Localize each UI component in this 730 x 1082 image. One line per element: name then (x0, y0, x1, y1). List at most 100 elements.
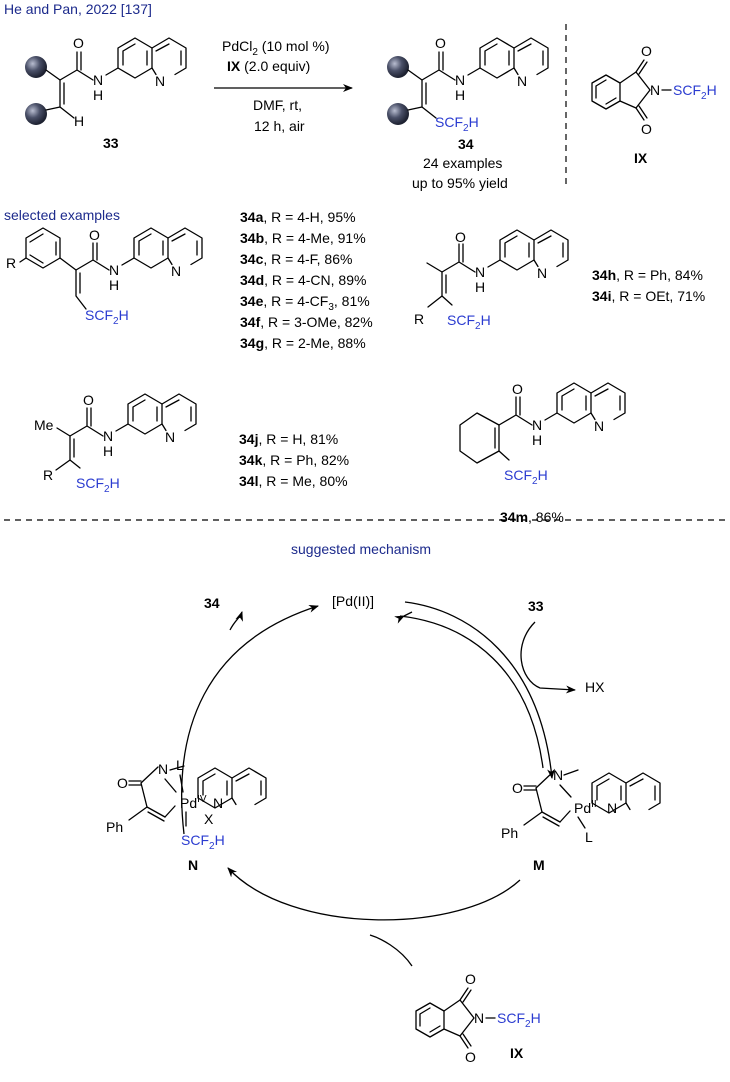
example-34j: 34j, R = H, 81% (239, 431, 338, 447)
example-34j-l-structure: Me R SCF2H O N H N (34, 392, 197, 495)
atom-N: N (103, 428, 113, 444)
atom-O: O (117, 775, 128, 791)
atom-R: R (414, 311, 424, 327)
example-34i: 34i, R = OEt, 71% (592, 288, 705, 304)
atom-H: H (532, 432, 542, 448)
atom-N: N (155, 73, 165, 89)
example-34h-i-structure: R SCF2H O N H N (414, 229, 569, 332)
scf2h-group: SCF2H (447, 312, 491, 332)
pd-catalyst: [Pd(II)] (332, 593, 374, 609)
atom-Me: Me (34, 417, 54, 433)
atom-N: N (455, 72, 465, 88)
substituent-bead (387, 103, 409, 125)
atom-O: O (641, 121, 652, 137)
example-34b: 34b, R = 4-Me, 91% (240, 230, 366, 246)
atom-H: H (455, 87, 465, 103)
atom-N: N (171, 263, 181, 279)
scf2h-group: SCF2H (181, 832, 225, 852)
atom-Ph: Ph (106, 819, 123, 835)
example-34h: 34h, R = Ph, 84% (592, 267, 703, 283)
mechanism-title: suggested mechanism (291, 541, 431, 557)
mechanism-reagent-label: IX (510, 1045, 524, 1061)
atom-O: O (73, 35, 84, 51)
substrate-33-structure: O N H H N (25, 35, 187, 129)
mechanism-substrate: 33 (528, 598, 544, 614)
atom-N: N (532, 417, 542, 433)
atom-O: O (89, 227, 100, 243)
atom-Ph: Ph (501, 825, 518, 841)
example-34f: 34f, R = 3-OMe, 82% (240, 314, 373, 330)
atom-Pd: PdII (574, 799, 597, 816)
scf2h-group: SCF2H (435, 114, 479, 134)
atom-H: H (109, 277, 119, 293)
product-34-structure: O N H SCF2H N (387, 35, 549, 134)
atom-O: O (455, 229, 466, 245)
atom-R: R (6, 255, 16, 271)
atom-O: O (465, 971, 476, 987)
example-34k: 34k, R = Ph, 82% (239, 452, 349, 468)
substrate-hx-arrow (520, 621, 576, 694)
atom-H: H (93, 87, 103, 103)
atom-H: H (103, 443, 113, 459)
reagent-label: IX (634, 150, 648, 166)
cycle-arrow-right (404, 601, 556, 779)
example-34e: 34e, R = 4-CF3, 81% (240, 293, 370, 313)
cycle-arrow-right-return (399, 615, 544, 769)
substituent-bead (387, 56, 409, 78)
atom-N: N (474, 1010, 484, 1026)
product-note1: 24 examples (423, 155, 502, 171)
intermediate-M-structure: O N Ph PdII N L (501, 767, 661, 845)
atom-N: N (109, 262, 119, 278)
product-note2: up to 95% yield (412, 175, 508, 191)
example-34m-structure: SCF2H O N H N (459, 381, 626, 487)
atom-O: O (465, 1049, 476, 1065)
examples-section-label: selected examples (4, 207, 120, 223)
example-34l: 34l, R = Me, 80% (239, 473, 348, 489)
atom-O: O (641, 43, 652, 59)
atom-N: N (93, 72, 103, 88)
atom-N: N (158, 761, 168, 777)
atom-N: N (475, 264, 485, 280)
example-34a-g-structure: R O N H SCF2H N (6, 227, 203, 327)
scf2h-group: SCF2H (76, 475, 120, 495)
reagent-line1: PdCl2 (10 mol %) (222, 38, 330, 58)
example-34g: 34g, R = 2-Me, 88% (240, 335, 366, 351)
scf2h-group: SCF2H (85, 307, 129, 327)
scf2h-group: SCF2H (504, 467, 548, 487)
example-34d: 34d, R = 4-CN, 89% (240, 272, 366, 288)
reagent-IX-structure: O O N SCF2H (591, 43, 717, 137)
reagent-entry-arrow (369, 934, 413, 967)
scf2h-group: SCF2H (497, 1010, 541, 1030)
atom-N: N (594, 418, 604, 434)
intermediate-N-label: N (188, 857, 198, 873)
atom-O: O (83, 392, 94, 408)
example-34c: 34c, R = 4-F, 86% (240, 251, 352, 267)
product-label: 34 (458, 136, 474, 152)
reagent-line2: IX (2.0 equiv) (227, 58, 310, 74)
mechanism-reagent-IX-structure: O O N SCF2H (415, 971, 541, 1065)
atom-O: O (512, 780, 523, 796)
intermediate-M-label: M (533, 857, 545, 873)
mechanism-product: 34 (204, 595, 220, 611)
product-release-arrow (229, 611, 243, 631)
atom-Pd: PdIV (180, 794, 207, 811)
atom-N: N (537, 265, 547, 281)
atom-N: N (165, 429, 175, 445)
intermediate-N-structure: O N Ph PdIV L N X SCF2H (106, 757, 267, 852)
atom-N: N (607, 800, 617, 816)
atom-X: X (204, 811, 214, 827)
scf2h-group: SCF2H (673, 82, 717, 102)
cycle-arrow-bottom (227, 867, 521, 921)
atom-H: H (74, 113, 84, 129)
atom-R: R (43, 467, 53, 483)
condition-line1: DMF, rt, (253, 97, 302, 113)
byproduct-hx: HX (585, 679, 605, 695)
condition-line2: 12 h, air (254, 118, 305, 134)
atom-N: N (650, 82, 660, 98)
citation-header: He and Pan, 2022 [137] (4, 1, 152, 17)
atom-L: L (176, 757, 184, 773)
substrate-label: 33 (103, 135, 119, 151)
example-34a: 34a, R = 4-H, 95% (240, 209, 356, 225)
atom-N: N (553, 767, 563, 783)
